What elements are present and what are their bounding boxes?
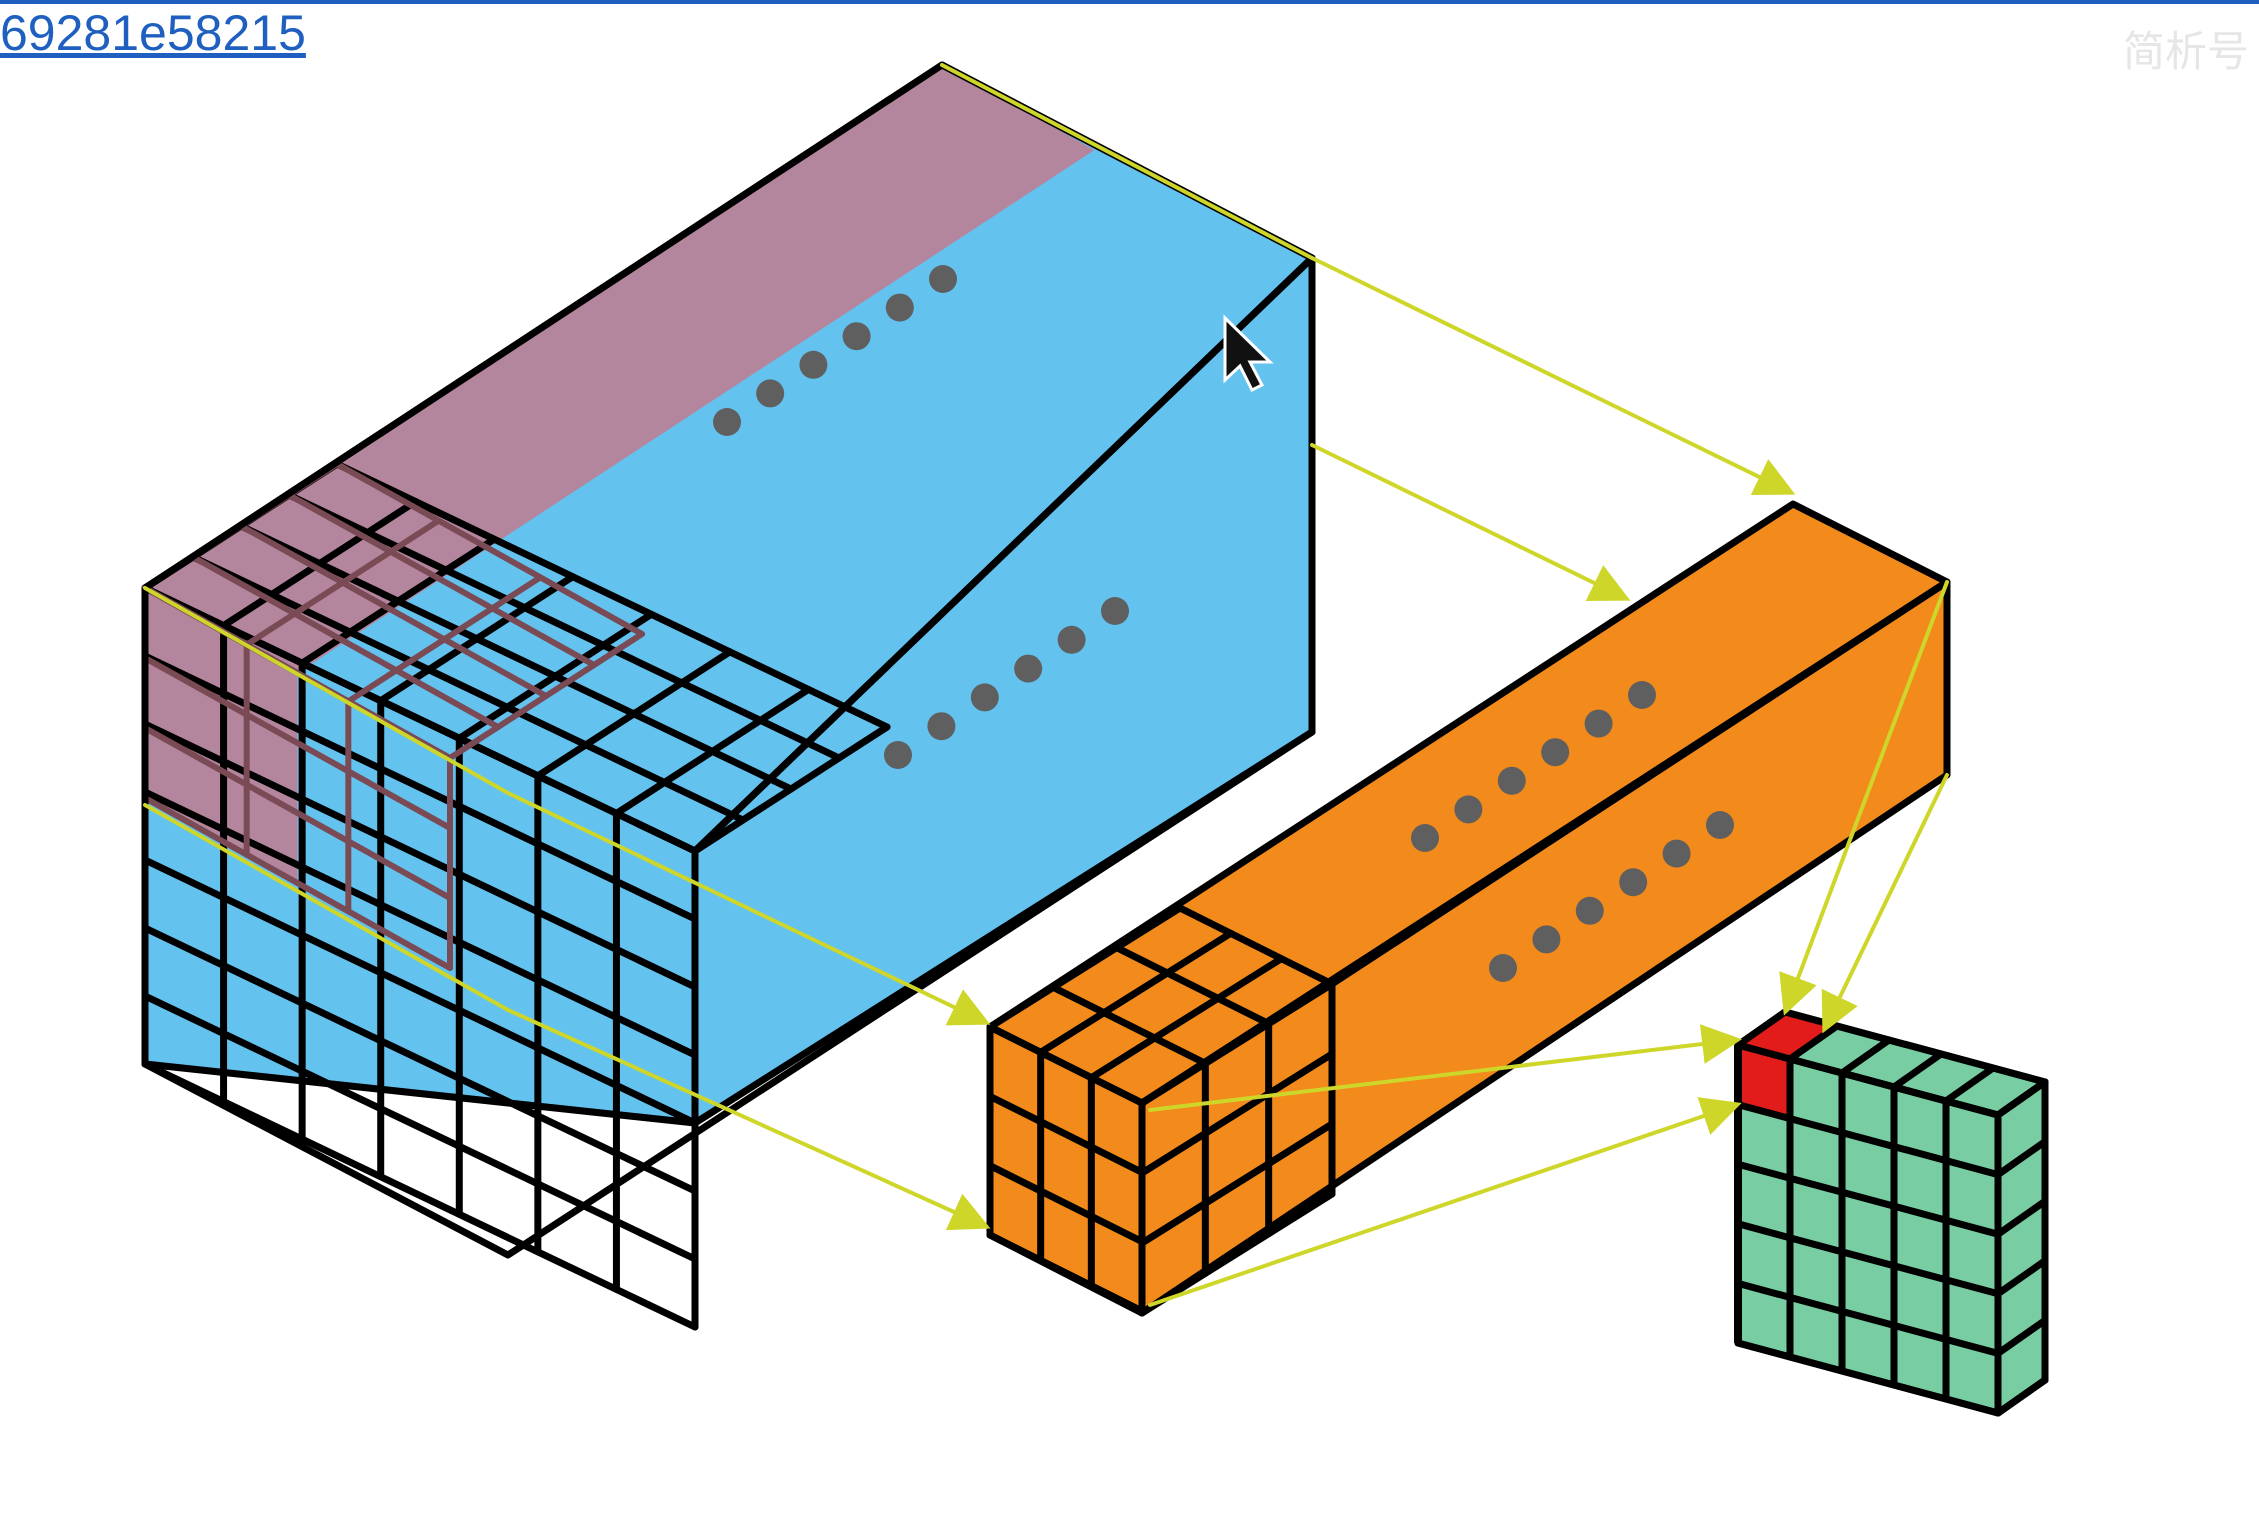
mouse-pointer-icon <box>1223 314 1274 393</box>
connector-arrow <box>506 1008 991 1231</box>
output-highlight-cell <box>1738 1045 1790 1119</box>
connector-line <box>940 63 1314 260</box>
receptive-field-grid-line <box>142 655 453 831</box>
output-highlight-cell-top <box>1738 1012 1837 1059</box>
input-top-grid-line <box>333 460 891 731</box>
connector-arrow <box>1310 256 1796 496</box>
ellipsis-dot <box>1662 839 1691 868</box>
connector-arrow <box>1148 1097 1742 1307</box>
output-feature-map <box>1734 1008 2049 1417</box>
column-edge <box>1140 579 1949 1106</box>
output-front-grid-line <box>1734 1279 2002 1357</box>
column-top-grid-line <box>986 1023 1146 1107</box>
input-top-grid-line <box>189 553 747 824</box>
ellipsis-dot <box>1101 597 1129 625</box>
column-top-grid-line <box>1037 929 1235 1056</box>
watermark: 简析号 <box>2122 27 2249 76</box>
input-top-grid-line <box>141 584 699 855</box>
ellipsis-dot <box>929 265 957 293</box>
input-front-grid-line <box>141 924 699 1195</box>
url-link[interactable]: 69281e58215 <box>0 5 306 61</box>
receptive-field-grid-line <box>286 492 597 668</box>
ellipsis-dot <box>1619 868 1648 897</box>
input-front-grid-line <box>141 720 699 991</box>
ellipsis-dot <box>1541 738 1570 767</box>
ellipsis-dot <box>1532 925 1561 954</box>
input-front-grid-line <box>141 788 699 1059</box>
connector-arrow <box>1779 580 1949 1016</box>
column-top-grid-line <box>1049 983 1209 1067</box>
output-right-face <box>1994 1078 2049 1417</box>
ellipsis-dot <box>1584 709 1613 738</box>
input-volume <box>141 61 1316 1331</box>
receptive-field-grid-line <box>142 725 453 901</box>
ellipsis-dot <box>1057 625 1086 654</box>
receptive-field-grid-line <box>190 554 501 730</box>
feature-column <box>986 500 1951 1317</box>
connector-arrow <box>1148 1024 1742 1112</box>
column-side-grid-line <box>1138 1190 1336 1317</box>
ellipsis-dot <box>756 379 785 408</box>
input-front-grid-line <box>141 856 699 1127</box>
column-front-grid-line <box>986 1092 1146 1176</box>
output-side-grid-line <box>1994 1078 2049 1119</box>
column-side-grid-line <box>1138 1120 1336 1247</box>
output-side-grid-line <box>1994 1257 2049 1298</box>
column-top-grid-line <box>1087 955 1285 1082</box>
ellipsis-dot <box>970 683 999 712</box>
input-top-grid-line <box>237 522 795 793</box>
ellipsis-dot <box>1628 681 1656 709</box>
output-front-grid-line <box>1734 1220 2002 1298</box>
receptive-field-grid-line <box>334 461 645 637</box>
ellipsis-dot <box>1489 954 1517 982</box>
column-top-grid-line <box>986 904 1184 1031</box>
column-side-grid-line <box>1138 1050 1336 1177</box>
connector-arrows <box>143 63 1949 1307</box>
output-top-grid-line <box>1838 1036 1893 1077</box>
connector-arrow <box>1310 443 1631 602</box>
ellipsis-dot <box>884 741 912 769</box>
receptive-field-grid-line <box>238 523 549 699</box>
ellipsis-dot <box>1575 896 1604 925</box>
ellipsis-dot <box>842 322 871 351</box>
ellipsis-dot <box>1706 811 1734 839</box>
output-side-grid-line <box>1994 1197 2049 1238</box>
output-front-grid-line <box>1734 1101 2002 1179</box>
input-front-grid-line <box>141 992 699 1263</box>
connector-arrow <box>506 791 991 1026</box>
top-border <box>0 0 2259 4</box>
connector-line <box>143 586 510 795</box>
input-front-grid-line <box>141 1060 699 1331</box>
receptive-field-grid-line <box>142 795 453 971</box>
output-top-grid-line <box>1734 1008 1789 1049</box>
connector-arrow <box>1821 773 1949 1034</box>
column-top-grid-line <box>1113 944 1273 1028</box>
ellipsis-dot <box>885 293 914 322</box>
ellipsis-dot <box>927 712 956 741</box>
output-top-grid-line <box>1734 1041 2002 1119</box>
column-top-grid-line <box>1176 904 1336 988</box>
input-top-grid-line <box>285 491 843 762</box>
ellipsis-dot <box>799 350 828 379</box>
ellipsis-dot <box>1014 654 1043 683</box>
ellipsis-dot <box>1497 766 1526 795</box>
output-side-grid-line <box>1994 1316 2049 1357</box>
output-top-grid-line <box>1890 1050 1945 1091</box>
output-side-grid-line <box>1994 1376 2049 1417</box>
output-side-grid-line <box>1994 1138 2049 1179</box>
input-edge <box>692 255 1315 854</box>
output-front-grid-line <box>1734 1160 2002 1238</box>
output-front-grid-line <box>1734 1339 2002 1417</box>
input-front-grid-line <box>141 652 699 923</box>
ellipsis-dot <box>713 408 741 436</box>
column-front-grid-line <box>986 1231 1146 1315</box>
output-top-grid-line <box>1942 1064 1997 1105</box>
column-front-grid-line <box>986 1162 1146 1246</box>
ellipsis-dot <box>1411 824 1439 852</box>
ellipsis-dot <box>1454 795 1483 824</box>
connector-line <box>143 803 510 1012</box>
